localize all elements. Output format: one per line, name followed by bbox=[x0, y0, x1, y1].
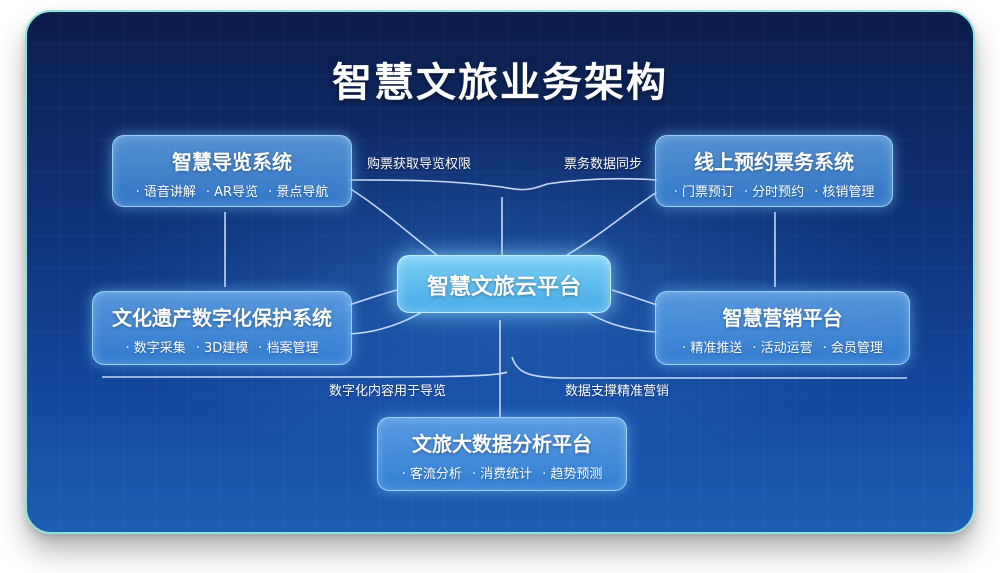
edge-label-ticket-to-guide: 购票获取导览权限 bbox=[367, 157, 472, 172]
link-guide-ticket bbox=[348, 178, 658, 191]
node-smart-guide[interactable]: 智慧导览系统 语音讲解 AR导览景点导航 bbox=[112, 135, 352, 207]
feature-item: 3D建模 bbox=[196, 341, 249, 356]
node-features: 精准推送活动运营会员管理 bbox=[656, 337, 909, 356]
node-features: 门票预订分时预约核销管理 bbox=[656, 181, 892, 200]
link-heritage-bottom bbox=[102, 371, 508, 378]
feature-item: 分时预约 bbox=[744, 185, 804, 200]
feature-item: 消费统计 bbox=[472, 467, 532, 482]
diagram-title: 智慧文旅业务架构 bbox=[332, 60, 668, 106]
node-bigdata[interactable]: 文旅大数据分析平台 客流分析消费统计趋势预测 bbox=[377, 417, 627, 491]
node-marketing[interactable]: 智慧营销平台 精准推送活动运营会员管理 bbox=[655, 291, 910, 365]
center-title: 智慧文旅云平台 bbox=[426, 275, 581, 300]
feature-item: 语音讲解 bbox=[136, 185, 196, 200]
feature-item: 景点导航 bbox=[268, 185, 328, 200]
node-title: 智慧营销平台 bbox=[722, 306, 843, 330]
link-guide-center bbox=[348, 187, 438, 256]
feature-item: 会员管理 bbox=[823, 341, 883, 356]
node-title: 文旅大数据分析平台 bbox=[412, 432, 592, 456]
feature-item: 精准推送 bbox=[682, 341, 742, 356]
link-heritage-center bbox=[348, 289, 398, 306]
feature-item: AR导览 bbox=[206, 185, 258, 200]
link-marketing-bottom bbox=[511, 356, 907, 379]
node-title: 线上预约票务系统 bbox=[694, 150, 854, 174]
feature-item: 数字采集 bbox=[125, 341, 185, 356]
node-cloud-platform[interactable]: 智慧文旅云平台 bbox=[397, 255, 611, 313]
link-ticket-center bbox=[566, 191, 658, 256]
architecture-diagram-card: 智慧文旅业务架构 购票获取导览权限 票务数 bbox=[25, 10, 975, 534]
node-title: 智慧导览系统 bbox=[172, 150, 292, 174]
node-ticketing[interactable]: 线上预约票务系统 门票预订分时预约核销管理 bbox=[655, 135, 893, 207]
edge-label-heritage-to-guide: 数字化内容用于导览 bbox=[329, 384, 447, 399]
feature-item: 趋势预测 bbox=[542, 467, 602, 482]
link-marketing-center bbox=[611, 289, 658, 306]
edge-label-data-to-marketing: 数据支撑精准营销 bbox=[565, 384, 670, 399]
feature-item: 档案管理 bbox=[258, 341, 318, 356]
node-heritage[interactable]: 文化遗产数字化保护系统 数字采集 3D建模档案管理 bbox=[92, 291, 352, 365]
node-features: 客流分析消费统计趋势预测 bbox=[378, 463, 626, 482]
node-features: 语音讲解 AR导览景点导航 bbox=[113, 181, 351, 200]
feature-item: 客流分析 bbox=[402, 467, 462, 482]
node-features: 数字采集 3D建模档案管理 bbox=[93, 337, 351, 356]
node-title: 文化遗产数字化保护系统 bbox=[112, 306, 332, 330]
feature-item: 核销管理 bbox=[814, 185, 874, 200]
edge-label-ticket-sync: 票务数据同步 bbox=[564, 157, 643, 172]
feature-item: 门票预订 bbox=[674, 185, 734, 200]
feature-item: 活动运营 bbox=[752, 341, 812, 356]
